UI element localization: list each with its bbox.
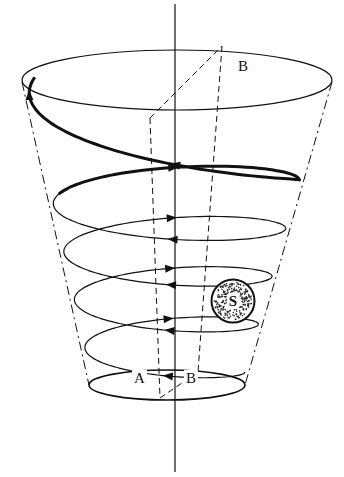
ball-letter: S xyxy=(227,293,239,310)
flow-arrowhead xyxy=(167,235,178,244)
top-rim xyxy=(22,50,332,110)
flow-arrowhead xyxy=(164,326,175,335)
cone-side-right xyxy=(245,82,332,385)
flow-arrowhead xyxy=(166,281,177,290)
spiral-thick xyxy=(29,77,299,194)
flow-arrowhead xyxy=(25,90,33,100)
flow-arrowhead xyxy=(163,314,174,323)
flow-arrowhead xyxy=(165,264,176,273)
section-plane xyxy=(150,46,222,398)
region-letter: B xyxy=(236,58,250,75)
spiral-thin xyxy=(53,194,285,378)
spiral-path xyxy=(25,77,299,380)
stippled-ball: S xyxy=(210,278,256,324)
bottom-rim xyxy=(89,370,245,400)
flow-arrowhead xyxy=(162,372,173,381)
flow-arrowhead xyxy=(167,214,178,223)
flow-arrowhead xyxy=(169,160,180,170)
region-letter: B xyxy=(184,370,198,387)
region-letter: A xyxy=(132,370,147,387)
